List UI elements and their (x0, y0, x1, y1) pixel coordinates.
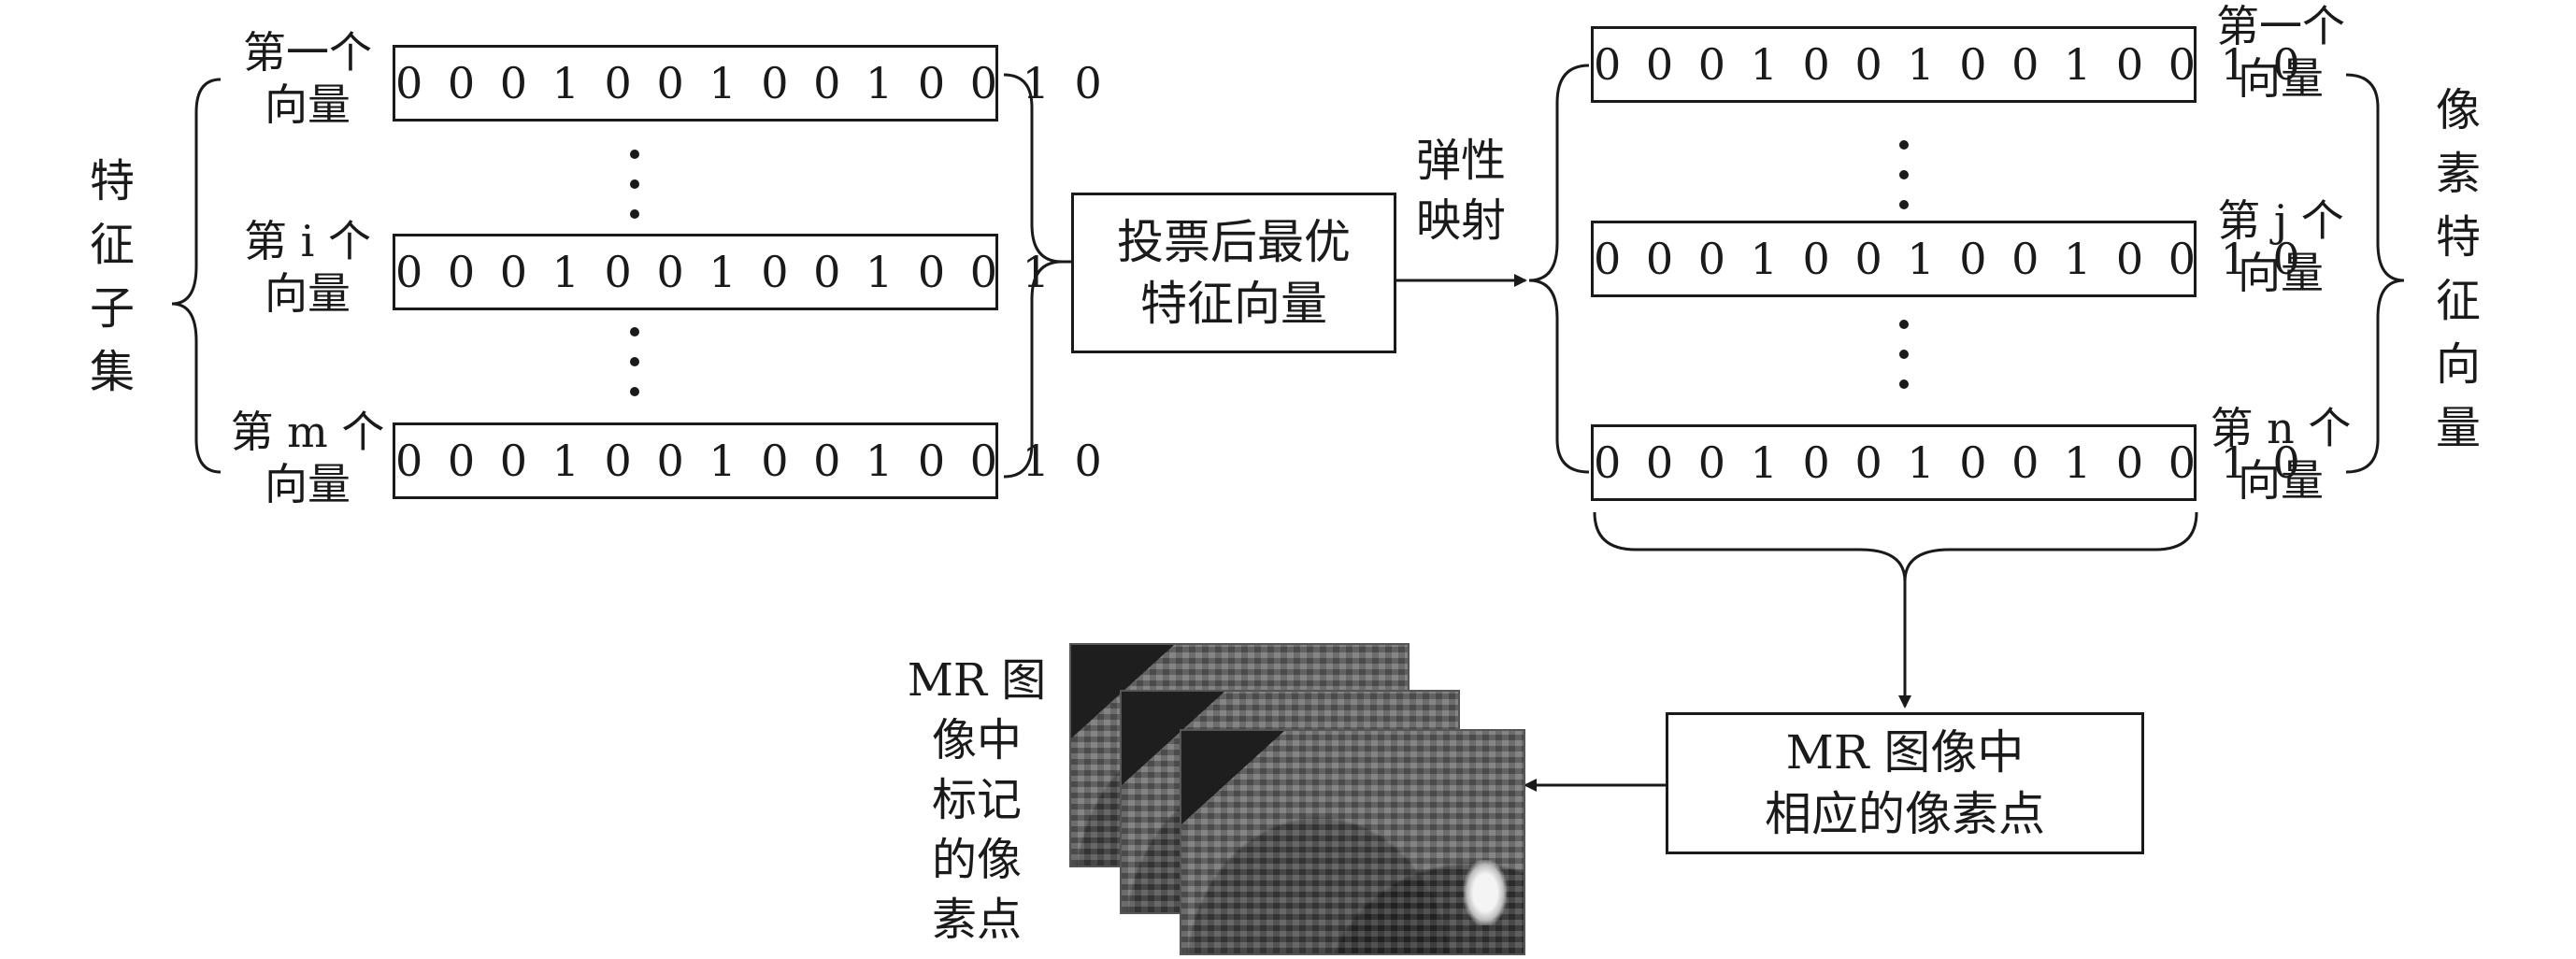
right-vector-1: 0 0 0 1 0 0 1 0 0 1 0 0 1 0 (1591, 26, 2300, 103)
left-vector-1-label: 第一个 向量 (243, 27, 372, 130)
right-ellipsis-1 (1899, 140, 1911, 230)
left-ellipsis-2 (630, 327, 641, 417)
elastic-mapping-label: 弹性 映射 (1415, 135, 1506, 247)
right-vector-1-label: 第一个 向量 (2216, 1, 2345, 104)
mr-image-front-corner (1181, 731, 1284, 824)
right-vector-j: 0 0 0 1 0 0 1 0 0 1 0 0 1 0 (1591, 221, 2300, 297)
left-vector-m: 0 0 0 1 0 0 1 0 0 1 0 0 1 0 (393, 422, 1102, 499)
right-vector-n-label: 第 n 个 向量 (2210, 403, 2352, 506)
right-group-brace (1528, 64, 1590, 474)
right-ellipsis-2 (1899, 320, 1911, 409)
right-outer-brace (2345, 73, 2405, 474)
pixel-feature-vector-label: 像 素 特 征 向 量 (2435, 84, 2481, 454)
feature-subset-label: 特 征 子 集 (89, 155, 135, 398)
right-vector-n: 0 0 0 1 0 0 1 0 0 1 0 0 1 0 (1591, 424, 2300, 501)
left-outer-brace (171, 78, 222, 474)
bottom-brace (1593, 511, 2198, 582)
mr-pixel-box: MR 图像中 相应的像素点 (1666, 712, 2144, 854)
mr-image-label: MR 图 像中 标记 的像 素点 (907, 654, 1047, 946)
left-vector-i-label: 第 i 个 向量 (244, 216, 371, 319)
mr-image-front (1180, 729, 1525, 955)
right-vector-j-label: 第 j 个 向量 (2217, 195, 2344, 298)
mr-pixel-text: MR 图像中 相应的像素点 (1765, 725, 2045, 841)
mr-image-marked-spot (1464, 860, 1507, 925)
left-vector-1: 0 0 0 1 0 0 1 0 0 1 0 0 1 0 (393, 45, 1102, 122)
left-vector-i: 0 0 0 1 0 0 1 0 0 1 0 0 1 0 (393, 234, 1102, 310)
optimal-feature-vector-text: 投票后最优 特征向量 (1117, 215, 1351, 331)
left-ellipsis-1 (630, 150, 641, 239)
left-vector-m-label: 第 m 个 向量 (230, 407, 385, 509)
optimal-feature-vector-box: 投票后最优 特征向量 (1071, 193, 1396, 353)
